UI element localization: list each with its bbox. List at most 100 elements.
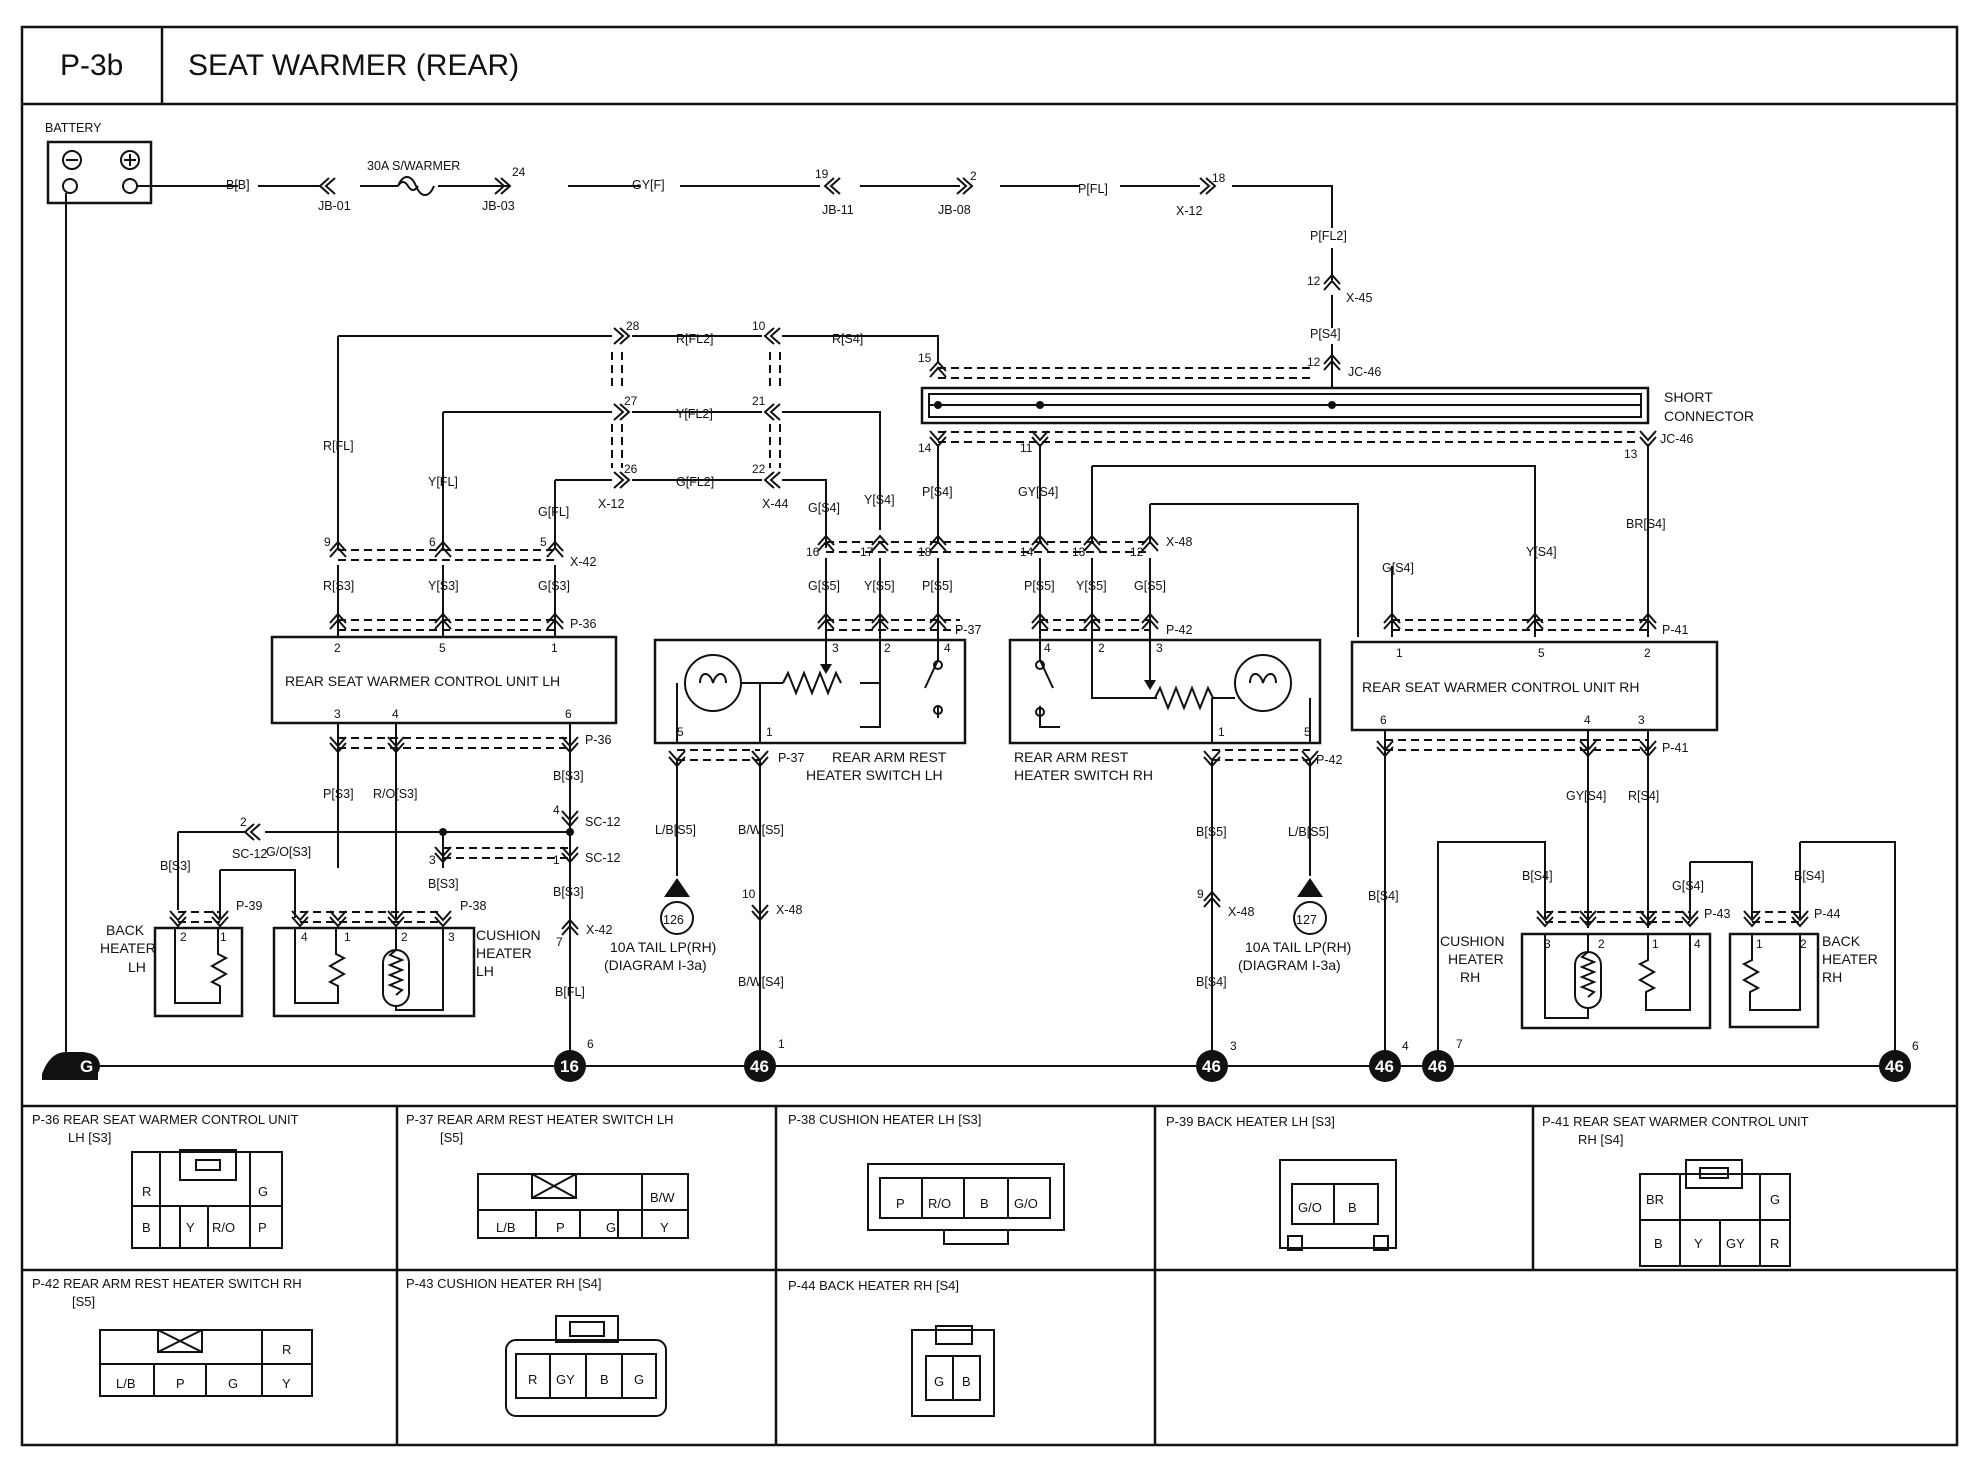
diagram-label: 126 [663, 913, 684, 927]
diagram-label: 2 [1644, 646, 1651, 660]
diagram-label: JB-11 [822, 203, 854, 217]
diagram-label: P[S3] [323, 787, 354, 801]
ground-46-7: 467 [1422, 1037, 1463, 1082]
diagram-label: G/O [1014, 1196, 1038, 1211]
diagram-label: R/O [928, 1196, 951, 1211]
diagram-label: Y[FL2] [676, 407, 713, 421]
diagram-label: B[B] [226, 178, 250, 192]
diagram-label: Y [186, 1220, 195, 1235]
diagram-label: R[FL2] [676, 332, 714, 346]
diagram-label: 24 [512, 165, 526, 179]
diagram-label: P-39 BACK HEATER LH [S3] [1166, 1114, 1335, 1129]
diagram-label: LH [128, 959, 146, 975]
diagram-label: 1 [1218, 725, 1225, 739]
diagram-label: 1 [778, 1037, 785, 1051]
diagram-label: 13 [1072, 545, 1086, 559]
diagram-label: GY[S4] [1566, 789, 1606, 803]
diagram-label: L/B [496, 1220, 516, 1235]
control-unit-rh [1350, 640, 1719, 732]
diagram-label: P[FL2] [1310, 229, 1347, 243]
diagram-label: 2 [180, 930, 187, 944]
diagram-ref-126 [660, 901, 694, 935]
diagram-label: B[S4] [1794, 869, 1825, 883]
diagram-label: P-42 [1316, 753, 1342, 767]
diagram-label: L/B[S5] [1288, 825, 1329, 839]
diagram-label: 127 [1296, 913, 1317, 927]
diagram-label: P[S4] [1310, 327, 1341, 341]
diagram-label: P-37 [778, 751, 804, 765]
diagram-label: B[S4] [1368, 889, 1399, 903]
diagram-label: HEATER [1822, 951, 1878, 967]
diagram-code: P-3b [60, 49, 123, 82]
diagram-label: R [1770, 1236, 1779, 1251]
diagram-label: 3 [1544, 937, 1551, 951]
diagram-label: X-42 [586, 923, 612, 937]
diagram-label: G [934, 1374, 944, 1389]
diagram-label: B[S4] [1522, 869, 1553, 883]
diagram-label: Y [282, 1376, 291, 1391]
diagram-label: P-43 [1704, 907, 1730, 921]
diagram-label: G[FL] [538, 505, 569, 519]
diagram-label: 1 [1756, 937, 1763, 951]
ground-46-6: 466 [1879, 1039, 1919, 1082]
diagram-label: P-36 REAR SEAT WARMER CONTROL UNIT [32, 1112, 299, 1127]
diagram-label: 18 [918, 545, 932, 559]
diagram-label: 28 [626, 319, 640, 333]
diagram-label: 11 [1020, 441, 1033, 455]
diagram-label: JB-03 [482, 199, 515, 213]
diagram-label: 1 [220, 930, 227, 944]
diagram-label: 26 [624, 462, 638, 476]
diagram-label: 16 [806, 545, 820, 559]
diagram-label: P-42 [1166, 623, 1192, 637]
diagram-label: REAR SEAT WARMER CONTROL UNIT RH [1362, 679, 1639, 695]
diagram-label: BR[S4] [1626, 517, 1666, 531]
diagram-label: G[S4] [1672, 879, 1704, 893]
diagram-label: R/O [212, 1220, 235, 1235]
diagram-label: 10A TAIL LP(RH) [610, 939, 716, 955]
diagram-label: 2 [1598, 937, 1605, 951]
diagram-label: R/O[S3] [373, 787, 417, 801]
diagram-label: P-44 BACK HEATER RH [S4] [788, 1278, 959, 1293]
diagram-label: P [258, 1220, 267, 1235]
diagram-label: 2 [240, 815, 247, 829]
diagram-label: GY[S4] [1018, 485, 1058, 499]
diagram-label: G[FL2] [676, 475, 714, 489]
diagram-label: 4 [1402, 1039, 1409, 1053]
diagram-label: GY [556, 1372, 575, 1387]
diagram-label: 5 [540, 535, 547, 549]
diagram-label: P-42 REAR ARM REST HEATER SWITCH RH [32, 1276, 302, 1291]
diagram-label: BR [1646, 1192, 1664, 1207]
diagram-label: R[FL] [323, 439, 354, 453]
diagram-label: P[S5] [922, 579, 953, 593]
diagram-label: B [1348, 1200, 1357, 1215]
diagram-label: 10 [752, 319, 766, 333]
diagram-label: 19 [815, 167, 829, 181]
diagram-label: B[S5] [1196, 825, 1227, 839]
diagram-label: 5 [439, 641, 446, 655]
diagram-label: GY [1726, 1236, 1745, 1251]
diagram-label: X-45 [1346, 291, 1372, 305]
diagram-label: Y[S3] [428, 579, 459, 593]
diagram-label: 16 [560, 1057, 579, 1076]
diagram-label: Y [660, 1220, 669, 1235]
connector-view-p37: P-37 REAR ARM REST HEATER SWITCH LH[S5] … [406, 1112, 689, 1239]
diagram-label: 1 [1652, 937, 1659, 951]
diagram-label: B[S3] [553, 769, 584, 783]
diagram-label: 12 [1307, 274, 1321, 288]
diagram-label: P-41 [1662, 741, 1688, 755]
diagram-label: Y [1694, 1236, 1703, 1251]
diagram-label: G [634, 1372, 644, 1387]
diagram-label: CUSHION [1440, 933, 1505, 949]
diagram-label: 2 [1098, 641, 1105, 655]
diagram-label: B[S3] [553, 885, 584, 899]
diagram-label: SHORT [1664, 389, 1713, 405]
diagram-label: REAR ARM REST [832, 749, 947, 765]
diagram-label: Y[S4] [864, 493, 895, 507]
diagram-label: 3 [1638, 713, 1645, 727]
diagram-label: L/B [116, 1376, 136, 1391]
diagram-label: Y[S4] [1526, 545, 1557, 559]
